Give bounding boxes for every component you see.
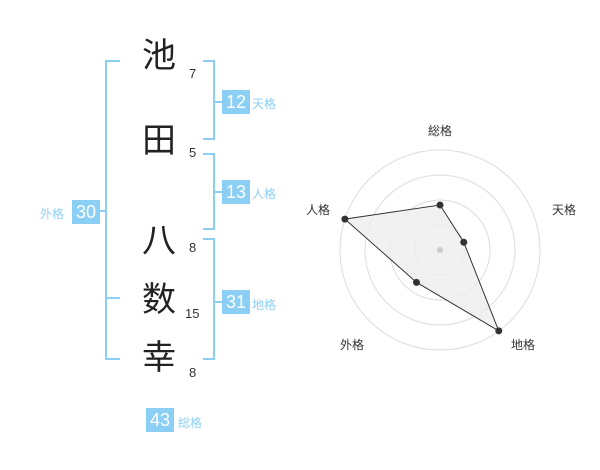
tenkaku-label: 天格 bbox=[252, 97, 277, 111]
radar-center-point bbox=[437, 247, 443, 253]
radar-point-2 bbox=[495, 327, 503, 335]
name-char-2: 田 bbox=[142, 121, 176, 161]
radar-label-gaikaku: 外格 bbox=[340, 338, 365, 352]
chikaku-label: 地格 bbox=[252, 298, 277, 312]
chikaku-score-badge: 31 bbox=[222, 290, 250, 314]
soukaku-score-badge: 43 bbox=[146, 408, 174, 432]
stroke-count-4: 15 bbox=[185, 306, 200, 321]
gaikaku-label: 外格 bbox=[40, 207, 65, 221]
name-char-5: 幸 bbox=[142, 338, 176, 378]
radar-label-soukaku: 総格 bbox=[428, 124, 453, 138]
stroke-count-1: 7 bbox=[189, 66, 197, 81]
name-char-3: 八 bbox=[142, 221, 176, 261]
jinkaku-score-badge: 13 bbox=[222, 180, 250, 204]
radar-ring bbox=[364, 174, 516, 326]
jinkaku-label: 人格 bbox=[252, 187, 277, 201]
radar-series-area bbox=[343, 204, 500, 333]
radar-point-4 bbox=[341, 215, 349, 223]
name-char-4: 数 bbox=[142, 280, 176, 320]
soukaku-label: 総格 bbox=[178, 416, 203, 430]
radar-ring bbox=[339, 149, 541, 351]
radar-point-3 bbox=[412, 278, 420, 286]
radar-label-jinkaku: 人格 bbox=[306, 203, 331, 217]
gaikaku-score-badge: 30 bbox=[72, 200, 100, 224]
stroke-count-5: 8 bbox=[189, 365, 197, 380]
stroke-count-2: 5 bbox=[189, 145, 197, 160]
name-char-1: 池 bbox=[142, 36, 176, 76]
tenkaku-bracket bbox=[203, 60, 215, 140]
stroke-count-3: 8 bbox=[189, 240, 197, 255]
tenkaku-score-badge: 12 bbox=[222, 90, 250, 114]
radar-label-tenkaku: 天格 bbox=[552, 203, 577, 217]
chikaku-bracket bbox=[203, 238, 215, 360]
radar-label-chikaku: 地格 bbox=[511, 338, 536, 352]
radar-point-0 bbox=[436, 201, 444, 209]
radar-point-1 bbox=[460, 238, 468, 246]
